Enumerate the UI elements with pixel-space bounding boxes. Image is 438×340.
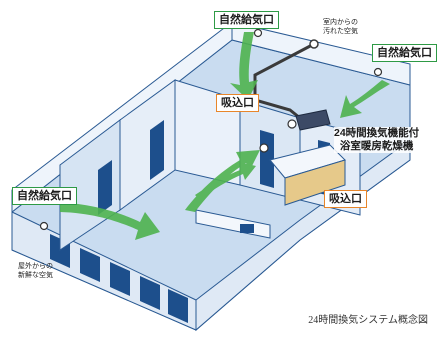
ventilator-unit-icon: [295, 109, 331, 131]
vent-icon-inlet-left: [39, 221, 49, 231]
label-outdoor-air-line1: 屋外からの: [18, 263, 53, 270]
label-outdoor-air: 屋外からの 新鮮な空気: [18, 262, 53, 280]
label-indoor-air-line2: 汚れた空気: [323, 28, 358, 35]
diagram-caption: 24時間換気システム概念図: [308, 315, 428, 326]
vent-icon-exhaust-2: [259, 143, 269, 153]
label-natural-inlet-top: 自然給気口: [214, 11, 279, 29]
label-indoor-air: 室内からの 汚れた空気: [323, 18, 358, 36]
label-natural-inlet-right: 自然給気口: [372, 44, 437, 62]
label-ventilator-line1: 24時間換気機能付: [334, 127, 420, 139]
label-ventilator: 24時間換気機能付 浴室暖房乾燥機: [334, 127, 420, 153]
label-natural-inlet-left: 自然給気口: [12, 187, 77, 205]
bathtub: [269, 144, 346, 206]
front-windows: [50, 234, 188, 323]
label-indoor-air-line1: 室内からの: [323, 19, 358, 26]
label-outdoor-air-line2: 新鮮な空気: [18, 272, 53, 279]
label-exhaust-inlet-bottom: 吸込口: [324, 190, 367, 208]
vent-icon-inlet-right: [373, 67, 383, 77]
vent-icon-inlet-top: [253, 28, 263, 38]
fresh-air-arrow-icon: [60, 32, 390, 240]
vent-icon-exhaust-1: [287, 119, 297, 129]
label-ventilator-line2: 浴室暖房乾燥機: [339, 140, 414, 152]
label-exhaust-inlet-top: 吸込口: [216, 94, 259, 112]
duct-outlet: [309, 39, 319, 49]
kitchen-counter: [195, 209, 271, 239]
